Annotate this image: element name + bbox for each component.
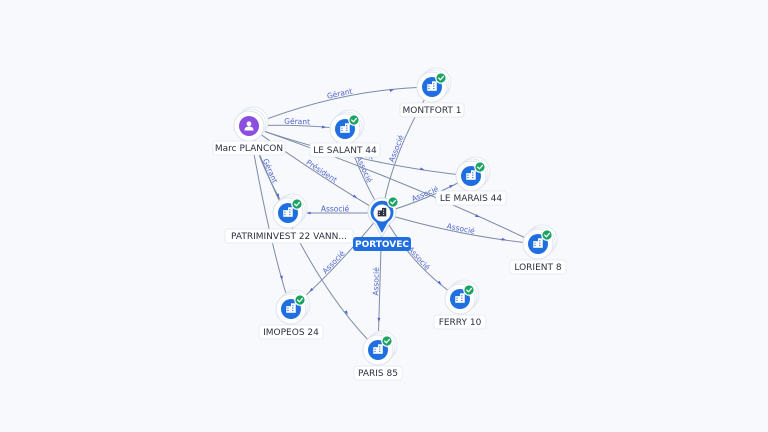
- edge-arrow: [475, 214, 480, 218]
- node-label: PATRIMINVEST 22 VANN...: [224, 228, 354, 244]
- edge-label: Gérant: [284, 117, 310, 127]
- svg-text:FERRY 10: FERRY 10: [439, 318, 482, 328]
- node-label: IMOPEOS 24: [258, 324, 324, 340]
- center-label: PORTOVEC: [353, 237, 411, 251]
- node-imopeos-24[interactable]: IMOPEOS 24: [258, 289, 324, 340]
- node-label: MONTFORT 1: [399, 102, 465, 118]
- node-paris-85[interactable]: PARIS 85: [353, 330, 403, 381]
- svg-text:PATRIMINVEST 22 VANN...: PATRIMINVEST 22 VANN...: [231, 232, 347, 242]
- node-label: LE SALANT 44: [309, 142, 381, 158]
- edge-arrow: [279, 275, 283, 281]
- edge-arrow: [309, 287, 314, 293]
- building-icon: [466, 170, 476, 180]
- edge-label: Gérant: [326, 86, 353, 100]
- person-icon: [244, 121, 254, 131]
- edge-e-marc-paris[interactable]: [248, 125, 379, 351]
- svg-text:Marc PLANCON: Marc PLANCON: [215, 144, 283, 154]
- edge-label: Associé: [446, 221, 476, 235]
- node-label: FERRY 10: [433, 314, 487, 330]
- verified-check-icon: [435, 72, 447, 84]
- edge-label: Associé: [321, 249, 347, 276]
- node-montfort-1[interactable]: MONTFORT 1: [399, 67, 465, 118]
- verified-check-icon: [541, 229, 553, 241]
- node-marc-plancon[interactable]: Marc PLANCON: [212, 106, 286, 156]
- building-icon: [373, 344, 383, 354]
- edge-label: Associé: [321, 205, 350, 214]
- verified-check-icon: [348, 114, 360, 126]
- edge-line: [381, 212, 539, 245]
- svg-text:IMOPEOS 24: IMOPEOS 24: [263, 328, 319, 338]
- edge-label: Associé: [371, 267, 381, 296]
- node-label: Marc PLANCON: [212, 140, 286, 156]
- svg-text:LORIENT 8: LORIENT 8: [514, 263, 561, 273]
- edge-arrow: [352, 194, 358, 199]
- edge-line: [248, 125, 383, 214]
- node-le-salant-44[interactable]: LE SALANT 44: [309, 109, 381, 158]
- building-icon: [377, 207, 387, 217]
- node-label: PARIS 85: [353, 365, 403, 381]
- building-icon: [283, 207, 293, 217]
- node-le-marais-44[interactable]: LE MARAIS 44: [435, 156, 507, 206]
- node-portovec[interactable]: PORTOVEC: [353, 196, 411, 251]
- building-icon: [340, 123, 350, 133]
- svg-text:LE SALANT 44: LE SALANT 44: [313, 146, 377, 156]
- edge-arrow: [389, 89, 395, 92]
- edge-arrow: [321, 125, 327, 129]
- edge-arrow: [419, 167, 425, 171]
- node-label: LE MARAIS 44: [435, 190, 507, 206]
- edge-line: [248, 125, 379, 351]
- node-label: LORIENT 8: [509, 259, 567, 275]
- edge-arrow: [437, 280, 442, 285]
- building-icon: [286, 303, 296, 313]
- building-icon: [427, 81, 437, 91]
- node-patriminvest[interactable]: PATRIMINVEST 22 VANN...: [224, 193, 354, 244]
- edge-label: Président: [305, 158, 339, 185]
- nodes-layer: Marc PLANCON MONTFORT 1 LE SALANT 44 LE MAR…: [212, 67, 567, 381]
- verified-check-icon: [291, 198, 303, 210]
- edge-arrow: [344, 310, 348, 315]
- edge-arrow: [449, 185, 454, 189]
- edge-arrow: [377, 317, 381, 323]
- verified-check-icon: [474, 161, 486, 173]
- edge-label: Associé: [387, 133, 406, 163]
- node-ferry-10[interactable]: FERRY 10: [433, 279, 487, 330]
- svg-text:PARIS 85: PARIS 85: [358, 369, 398, 379]
- verified-check-icon: [381, 335, 393, 347]
- edge-e-marc-lorient[interactable]: [248, 125, 539, 245]
- edge-arrow: [306, 211, 311, 215]
- building-icon: [455, 293, 465, 303]
- building-icon: [533, 238, 543, 248]
- svg-text:MONTFORT 1: MONTFORT 1: [402, 106, 461, 116]
- verified-check-icon: [387, 196, 399, 208]
- edge-line: [248, 86, 433, 127]
- verified-check-icon: [463, 284, 475, 296]
- edge-arrow: [501, 237, 507, 241]
- edge-line: [248, 125, 539, 245]
- svg-text:LE MARAIS 44: LE MARAIS 44: [440, 194, 502, 204]
- verified-check-icon: [294, 294, 306, 306]
- node-lorient-8[interactable]: LORIENT 8: [509, 224, 567, 275]
- svg-text:PORTOVEC: PORTOVEC: [355, 240, 409, 250]
